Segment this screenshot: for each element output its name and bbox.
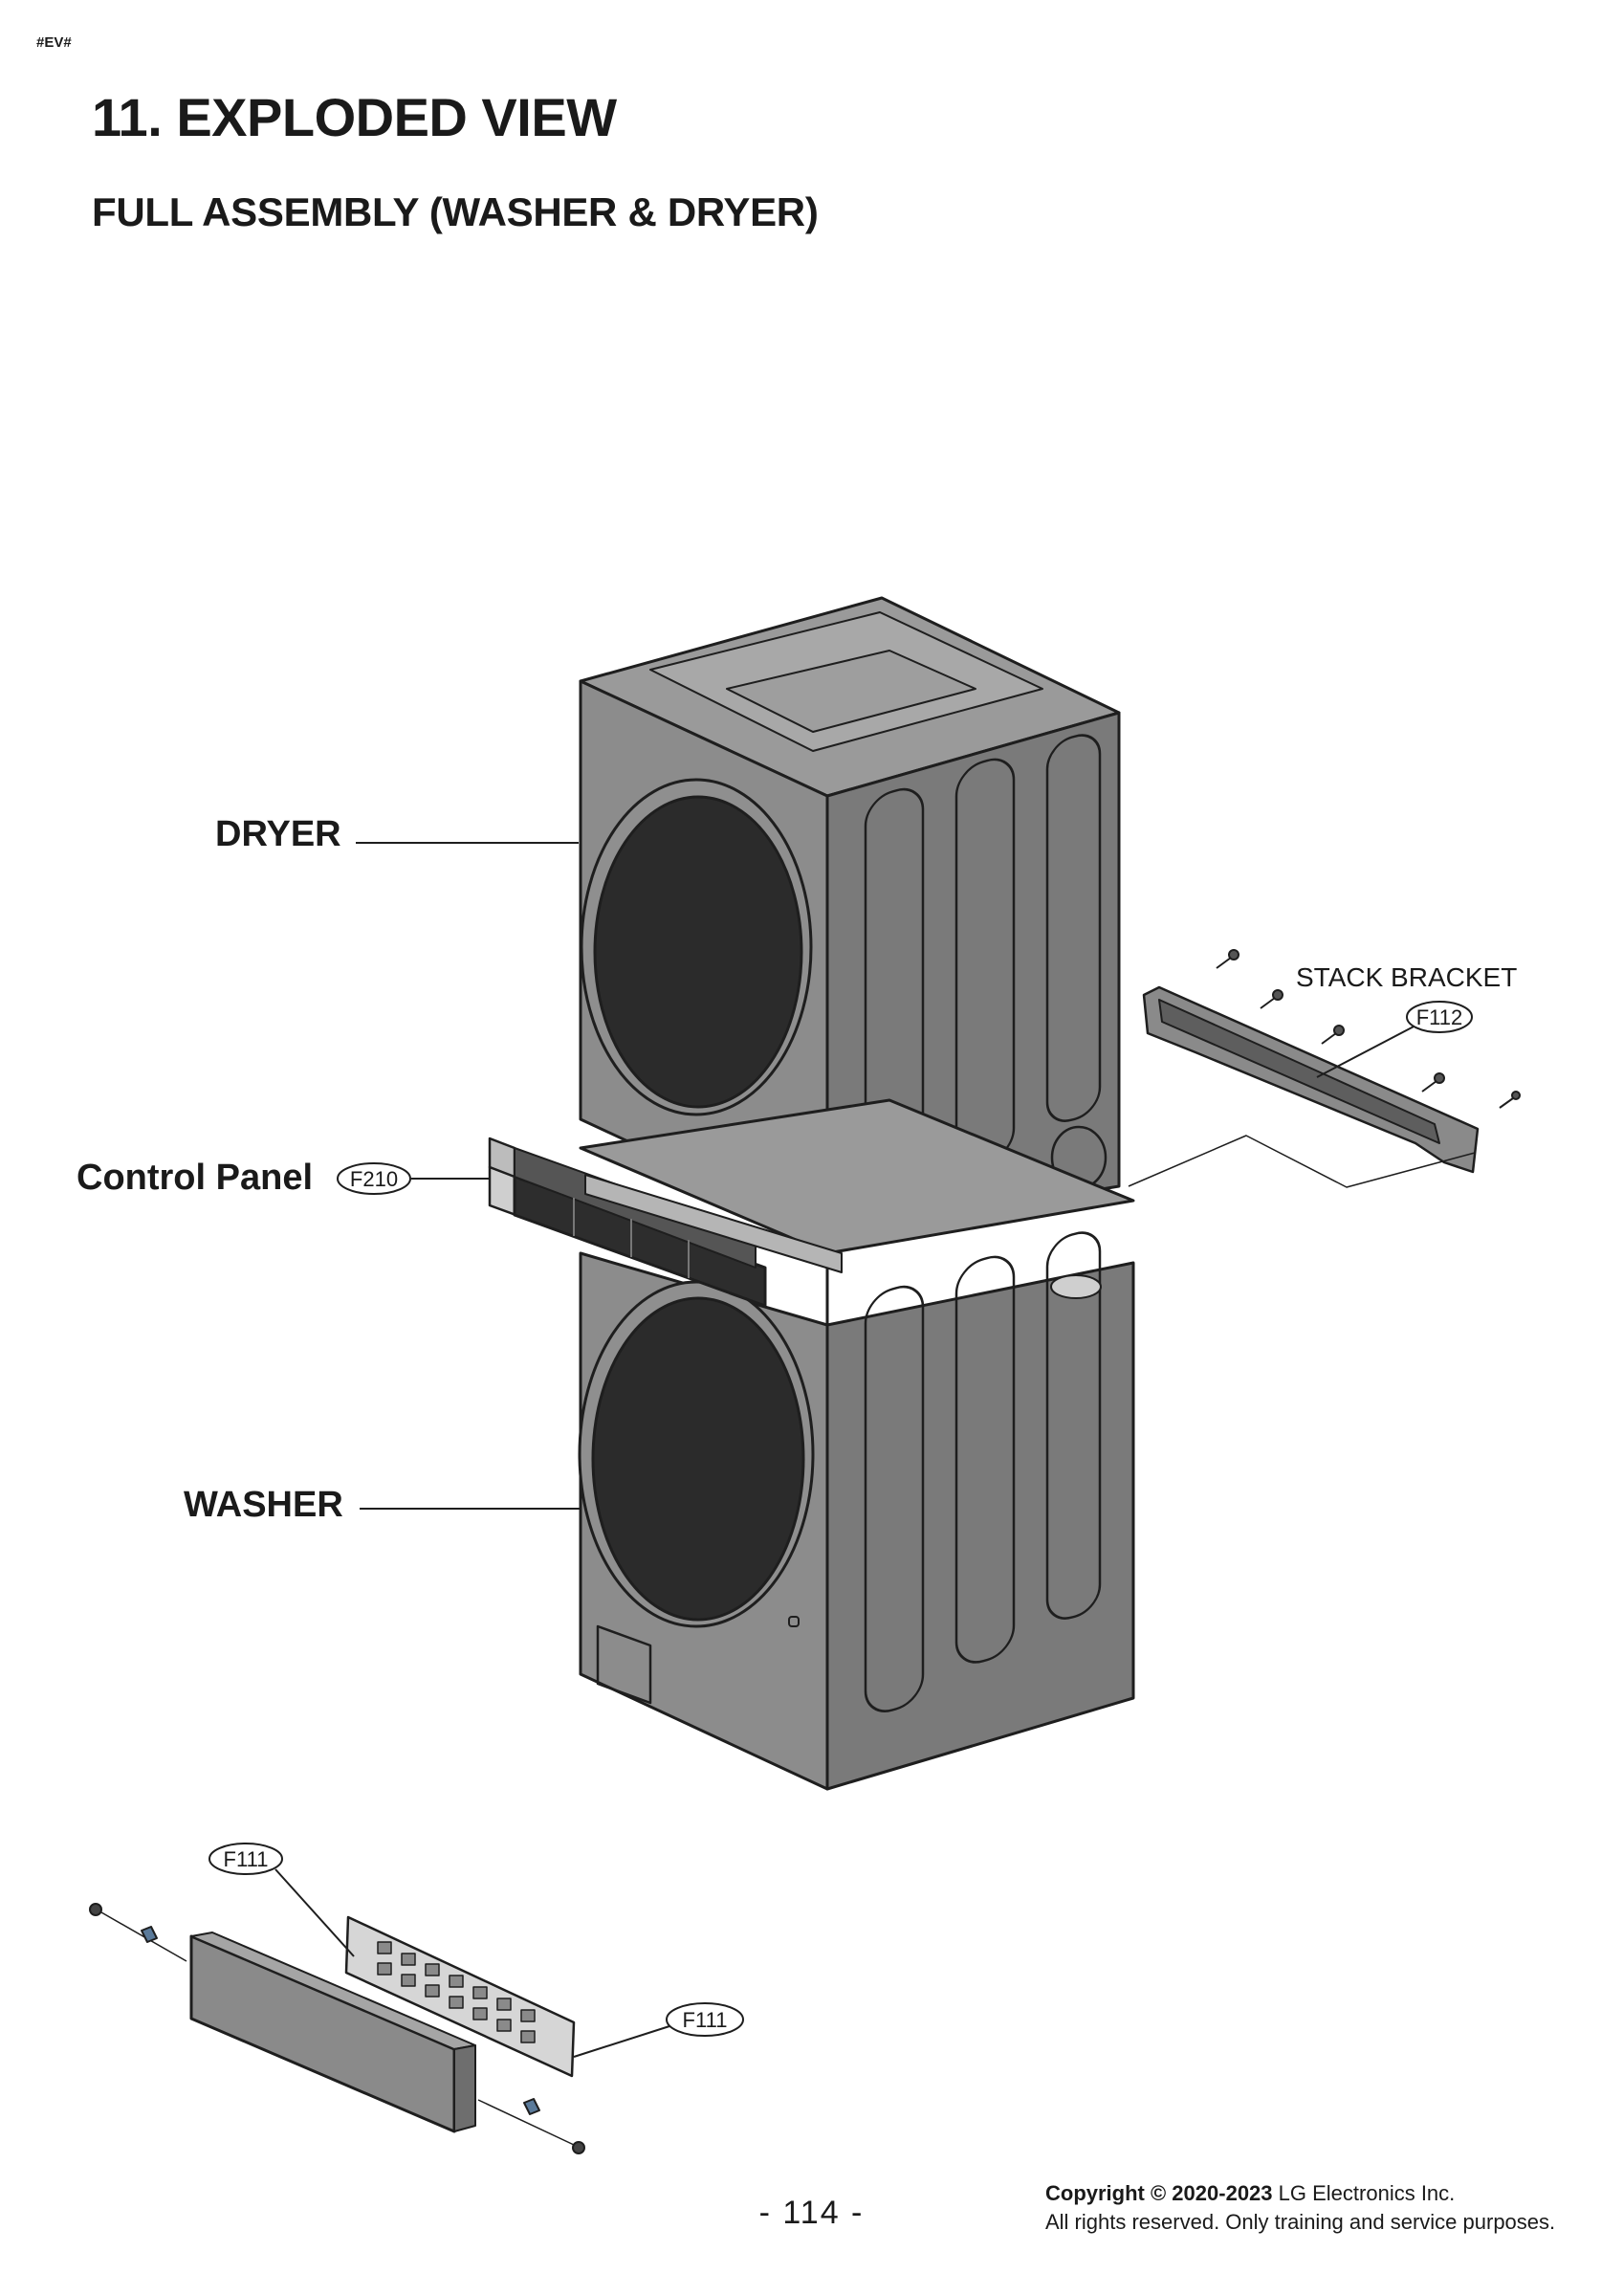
dryer-label: DRYER [215, 814, 341, 854]
washer-unit [578, 1098, 1135, 1791]
callout-f111-upper: F111 [224, 1847, 269, 1871]
stack-bracket-part [1142, 949, 1521, 1174]
copyright-line-1: Copyright © 2020-2023 LG Electronics Inc… [1045, 2181, 1455, 2206]
dryer-unit [579, 596, 1121, 1236]
callout-ovals [208, 1001, 1473, 2037]
bracket-screws [1216, 949, 1521, 1109]
copyright-company: LG Electronics Inc. [1278, 2181, 1456, 2205]
copyright-line-2: All rights reserved. Only training and s… [1045, 2210, 1556, 2234]
kick-plate-screws [89, 1903, 585, 2154]
callout-f111-lower: F111 [683, 2008, 728, 2032]
copyright-notice: Copyright © 2020-2023 [1045, 2181, 1273, 2205]
callout-f210: F210 [350, 1167, 398, 1191]
control-panel-part [488, 1137, 843, 1308]
leader-lines [274, 842, 1418, 2058]
page-subtitle: FULL ASSEMBLY (WASHER & DRYER) [92, 189, 819, 234]
kick-plate-part [89, 1903, 585, 2154]
callout-f112: F112 [1416, 1005, 1463, 1029]
page-number: - 114 - [758, 2195, 865, 2231]
assembly-guide-lines [1128, 1135, 1476, 1188]
washer-label: WASHER [184, 1485, 343, 1525]
document-tag: #EV# [36, 34, 72, 51]
control-panel-label: Control Panel [77, 1158, 313, 1198]
stack-bracket-label: STACK BRACKET [1296, 962, 1517, 992]
page-title: 11. EXPLODED VIEW [92, 87, 617, 147]
